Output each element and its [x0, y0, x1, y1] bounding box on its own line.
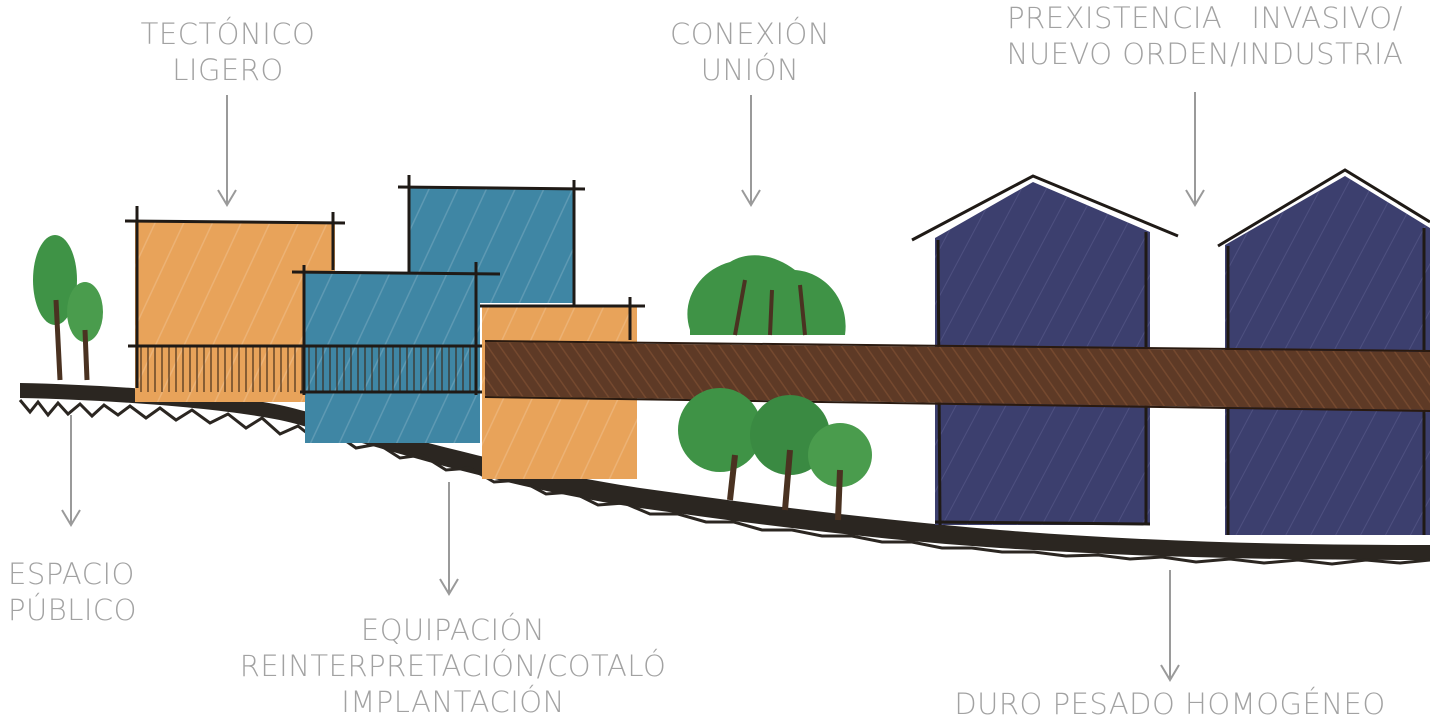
- label-line: IMPLANTACIÓN: [341, 685, 565, 719]
- down-arrow-icon: [439, 482, 459, 596]
- label-line: REINTERPRETACIÓN/COTALÓ: [239, 649, 667, 683]
- down-arrow-icon: [1185, 92, 1205, 207]
- label-line: ESPACIO: [8, 557, 135, 591]
- label-line: CONEXIÓN: [669, 17, 831, 51]
- label-prexistencia: PREXISTENCIA INVASIVO/ NUEVO ORDEN/INDUS…: [995, 0, 1415, 72]
- tree-icon: [33, 235, 103, 381]
- label-espacio-publico: ESPACIO PÚBLICO: [8, 556, 178, 628]
- label-line: NUEVO ORDEN/INDUSTRIA: [1006, 37, 1404, 71]
- down-arrow-icon: [1160, 570, 1180, 682]
- down-arrow-icon: [741, 95, 761, 207]
- label-line: PÚBLICO: [8, 593, 137, 627]
- label-line: LIGERO: [172, 53, 284, 87]
- down-arrow-icon: [61, 415, 81, 527]
- label-line: EQUIPACIÓN: [360, 613, 546, 647]
- label-line: TECTÓNICO: [140, 17, 316, 51]
- label-line: PREXISTENCIA INVASIVO/: [1007, 1, 1403, 35]
- orange-building-back: [124, 206, 346, 402]
- label-line: DURO PESADO HOMOGÉNEO: [954, 687, 1386, 721]
- label-conexion: CONEXIÓN UNIÓN: [650, 16, 850, 88]
- blue-building-front: [291, 262, 501, 443]
- label-line: UNIÓN: [700, 53, 800, 87]
- down-arrow-icon: [217, 95, 237, 207]
- label-duro-pesado: DURO PESADO HOMOGÉNEO: [930, 686, 1410, 722]
- label-tectonico: TECTÓNICO LIGERO: [128, 16, 328, 88]
- tree-icon: [678, 255, 872, 521]
- label-equipacion: EQUIPACIÓN REINTERPRETACIÓN/COTALÓ IMPLA…: [228, 612, 678, 720]
